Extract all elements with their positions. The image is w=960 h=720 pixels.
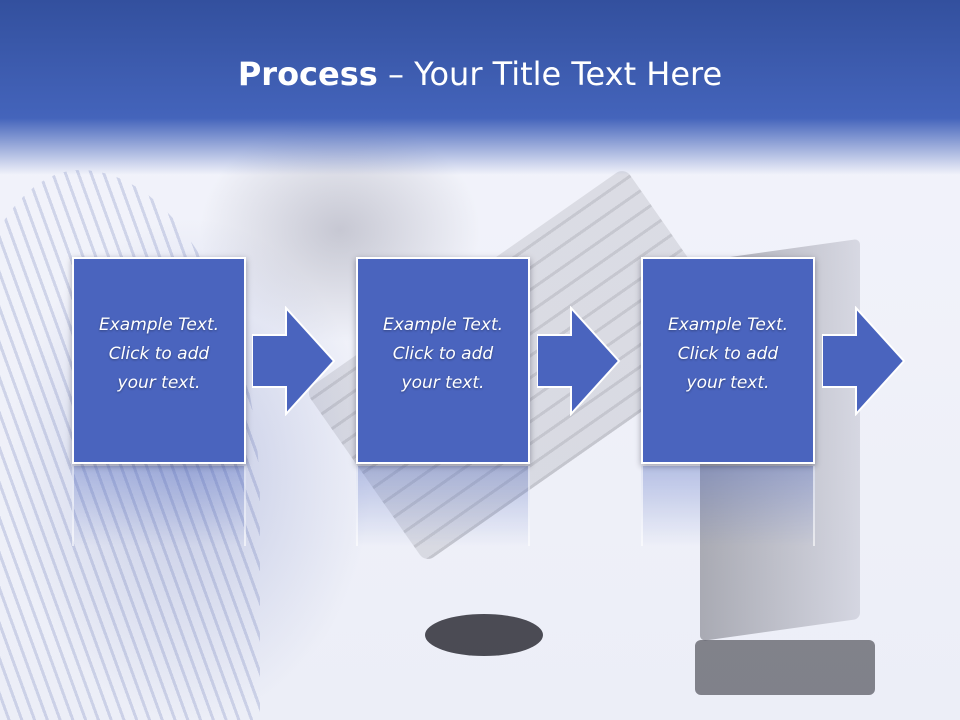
process-step-2[interactable]: Example Text. Click to add your text. [356, 257, 530, 464]
step-1-line-1: Example Text. [98, 315, 220, 335]
step-3-line-3: your text. [686, 373, 770, 393]
step-1-arrow-icon [252, 306, 336, 416]
step-1-text[interactable]: Example Text. Click to add your text. [80, 311, 238, 398]
step-2-reflection [356, 466, 530, 546]
slide-title[interactable]: Process – Your Title Text Here [0, 50, 960, 98]
title-band [0, 0, 960, 175]
title-bold: Process [237, 55, 378, 93]
step-3-text[interactable]: Example Text. Click to add your text. [649, 311, 807, 398]
step-1-line-2: Click to add [108, 344, 210, 364]
process-step-1[interactable]: Example Text. Click to add your text. [72, 257, 246, 464]
monitor-base-image [695, 640, 875, 695]
step-2-text[interactable]: Example Text. Click to add your text. [364, 311, 522, 398]
step-3-arrow-icon [822, 306, 906, 416]
step-1-reflection [72, 466, 246, 546]
step-3-line-2: Click to add [677, 344, 779, 364]
step-2-line-3: your text. [401, 373, 485, 393]
title-rest: – Your Title Text Here [377, 55, 723, 93]
step-2-arrow-icon [537, 306, 621, 416]
process-step-3[interactable]: Example Text. Click to add your text. [641, 257, 815, 464]
mouse-image [425, 614, 543, 656]
step-1-line-3: your text. [117, 373, 201, 393]
step-3-line-1: Example Text. [667, 315, 789, 335]
step-2-line-2: Click to add [392, 344, 494, 364]
step-3-reflection [641, 466, 815, 546]
step-2-line-1: Example Text. [382, 315, 504, 335]
